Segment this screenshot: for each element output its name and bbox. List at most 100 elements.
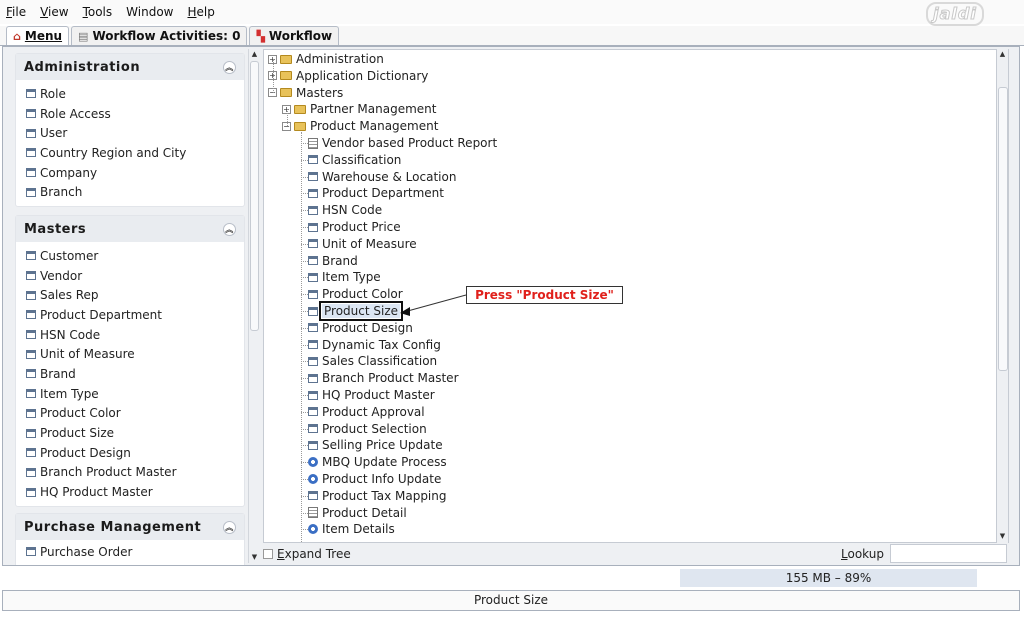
menu-item[interactable]: Company bbox=[16, 163, 244, 183]
menu-item[interactable]: Country Region and City bbox=[16, 143, 244, 163]
window-icon bbox=[26, 290, 36, 300]
tree-node[interactable]: +Administration bbox=[268, 51, 384, 67]
menu-item[interactable]: Branch bbox=[16, 182, 244, 202]
group-header[interactable]: Masters ︽ bbox=[16, 216, 244, 242]
tree-node[interactable]: Product Approval bbox=[308, 404, 425, 420]
menu-tools[interactable]: Tools bbox=[82, 5, 113, 19]
menu-item-label: Brand bbox=[40, 366, 76, 381]
menu-item[interactable]: Sales Rep bbox=[16, 285, 244, 305]
tree-node[interactable]: Product Department bbox=[308, 185, 444, 201]
window-icon bbox=[308, 205, 318, 215]
menu-item-label: Branch Product Master bbox=[40, 465, 177, 480]
expand-icon[interactable]: + bbox=[282, 104, 291, 114]
menu-item[interactable]: Role bbox=[16, 84, 244, 104]
tree-node[interactable]: Classification bbox=[308, 152, 401, 168]
menu-item-label: Sales Rep bbox=[40, 288, 99, 303]
tree-node[interactable]: Item Details bbox=[308, 521, 395, 537]
tree-node[interactable]: HSN Code bbox=[308, 202, 382, 218]
tree-connector bbox=[301, 378, 308, 380]
tree-node[interactable]: HQ Product Master bbox=[308, 387, 435, 403]
tree-node[interactable]: Product Tax Mapping bbox=[308, 488, 447, 504]
expand-tree-label[interactable]: Expand Tree bbox=[277, 547, 351, 561]
menu-item[interactable]: Product Department bbox=[16, 305, 244, 325]
menu-item[interactable]: Product Size bbox=[16, 423, 244, 443]
tree-node[interactable]: Product Size bbox=[308, 301, 404, 321]
tree-connector bbox=[301, 143, 308, 144]
tree-node[interactable]: Brand bbox=[308, 253, 358, 269]
tree-node[interactable]: +Application Dictionary bbox=[268, 68, 428, 84]
menu-item[interactable]: Item Type bbox=[16, 384, 244, 404]
tree-node[interactable]: Product Color bbox=[308, 286, 403, 302]
window-icon bbox=[26, 428, 36, 438]
scroll-up-icon[interactable]: ▲ bbox=[251, 50, 258, 58]
menu-item[interactable]: Customer bbox=[16, 246, 244, 266]
tree-node[interactable]: Branch Product Master bbox=[308, 370, 459, 386]
tree-node[interactable]: −Product Management bbox=[282, 118, 438, 134]
menu-item[interactable]: Purchase Order bbox=[16, 542, 244, 562]
tab-workflow-activities[interactable]: ▤ Workflow Activities: 0 bbox=[71, 26, 248, 45]
tree-node[interactable]: Warehouse & Location bbox=[308, 169, 456, 185]
menu-help[interactable]: Help bbox=[187, 5, 215, 19]
group-header[interactable]: Administration ︽ bbox=[16, 54, 244, 80]
expand-icon[interactable]: + bbox=[268, 71, 277, 81]
scroll-thumb[interactable] bbox=[250, 61, 259, 331]
tree-connector bbox=[301, 210, 308, 212]
tree-node[interactable]: MBQ Update Process bbox=[308, 454, 447, 470]
scroll-up-icon[interactable]: ▲ bbox=[999, 50, 1006, 58]
menu-item[interactable]: Vendor bbox=[16, 266, 244, 286]
tree-node[interactable]: Sales Classification bbox=[308, 353, 437, 369]
tree-node[interactable]: +Partner Management bbox=[282, 101, 436, 117]
tree-node-label: Product Department bbox=[322, 186, 444, 201]
tree-connector bbox=[301, 428, 308, 430]
tree-node[interactable]: Dynamic Tax Config bbox=[308, 337, 441, 353]
menu-item-label: Unit of Measure bbox=[40, 347, 135, 362]
tree-node[interactable]: Product Price bbox=[308, 219, 401, 235]
collapse-icon[interactable]: − bbox=[282, 121, 291, 131]
menu-item[interactable]: User bbox=[16, 123, 244, 143]
menu-item[interactable]: Unit of Measure bbox=[16, 344, 244, 364]
menu-item[interactable]: Product Design bbox=[16, 443, 244, 463]
tab-workflow[interactable]: ▚ Workflow bbox=[249, 26, 340, 45]
menu-item[interactable]: Role Access bbox=[16, 104, 244, 124]
menu-item[interactable]: Product Color bbox=[16, 404, 244, 424]
tab-menu[interactable]: ⌂ Menu bbox=[6, 26, 70, 45]
tree-node[interactable]: Product Info Update bbox=[308, 471, 441, 487]
expand-tree-checkbox[interactable] bbox=[263, 549, 273, 559]
tree-node[interactable]: Item Type bbox=[308, 269, 381, 285]
collapse-icon[interactable]: ︽ bbox=[223, 222, 236, 236]
menu-item-label: Branch bbox=[40, 185, 83, 200]
memory-indicator[interactable]: 155 MB – 89% bbox=[680, 569, 977, 587]
document-icon: ▤ bbox=[78, 29, 89, 43]
window-icon bbox=[308, 239, 318, 249]
tree-node[interactable]: Vendor based Product Report bbox=[308, 135, 497, 151]
tree-node[interactable]: Selling Price Update bbox=[308, 437, 443, 453]
tree-node[interactable]: Product Selection bbox=[308, 421, 427, 437]
menu-scrollbar[interactable]: ▲ ▼ bbox=[248, 49, 259, 563]
tree-node[interactable]: −Masters bbox=[268, 85, 343, 101]
tree-node[interactable]: Product Detail bbox=[308, 505, 407, 521]
tree-node-label: Item Details bbox=[322, 522, 395, 537]
menu-item[interactable]: Brand bbox=[16, 364, 244, 384]
tree-connector bbox=[301, 260, 308, 262]
tree-scrollbar[interactable]: ▲ ▼ bbox=[996, 49, 1008, 543]
tree-connector bbox=[301, 327, 308, 329]
menu-item[interactable]: HSN Code bbox=[16, 325, 244, 345]
tree-node[interactable]: Product Design bbox=[308, 320, 413, 336]
menu-window[interactable]: Window bbox=[126, 5, 174, 19]
scroll-down-icon[interactable]: ▼ bbox=[999, 532, 1006, 540]
scroll-down-icon[interactable]: ▼ bbox=[251, 553, 258, 561]
menu-item[interactable]: HQ Product Master bbox=[16, 482, 244, 502]
menu-view[interactable]: View bbox=[40, 5, 69, 19]
expand-icon[interactable]: + bbox=[268, 54, 277, 64]
collapse-icon[interactable]: ︽ bbox=[223, 60, 236, 74]
scroll-thumb[interactable] bbox=[998, 87, 1008, 371]
lookup-input[interactable] bbox=[890, 544, 1007, 563]
menu-item[interactable]: Branch Product Master bbox=[16, 463, 244, 483]
menu-item-label: Role Access bbox=[40, 106, 111, 121]
group-header[interactable]: Purchase Management ︽ bbox=[16, 514, 244, 540]
tree-node[interactable]: Unit of Measure bbox=[308, 236, 417, 252]
menu-file[interactable]: File bbox=[6, 5, 27, 19]
collapse-icon[interactable]: ︽ bbox=[223, 520, 236, 534]
collapse-icon[interactable]: − bbox=[268, 88, 277, 98]
